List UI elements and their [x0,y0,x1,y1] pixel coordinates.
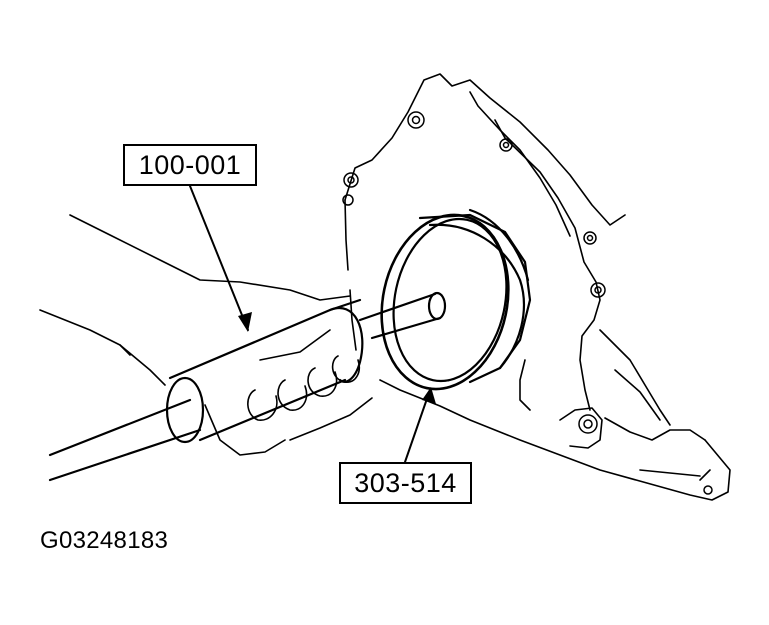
slide-hammer-shaft [48,291,447,482]
figure-id: G03248183 [40,527,169,554]
callout-100-001: 100-001 [123,144,257,186]
callout-303-514: 303-514 [339,462,472,504]
bolt-holes [342,111,713,495]
seal-installer-tool [380,208,532,391]
engine-cover-plate [344,73,731,501]
leader-arrowheads [238,312,436,404]
hand [39,214,373,456]
leader-lines [189,185,431,463]
